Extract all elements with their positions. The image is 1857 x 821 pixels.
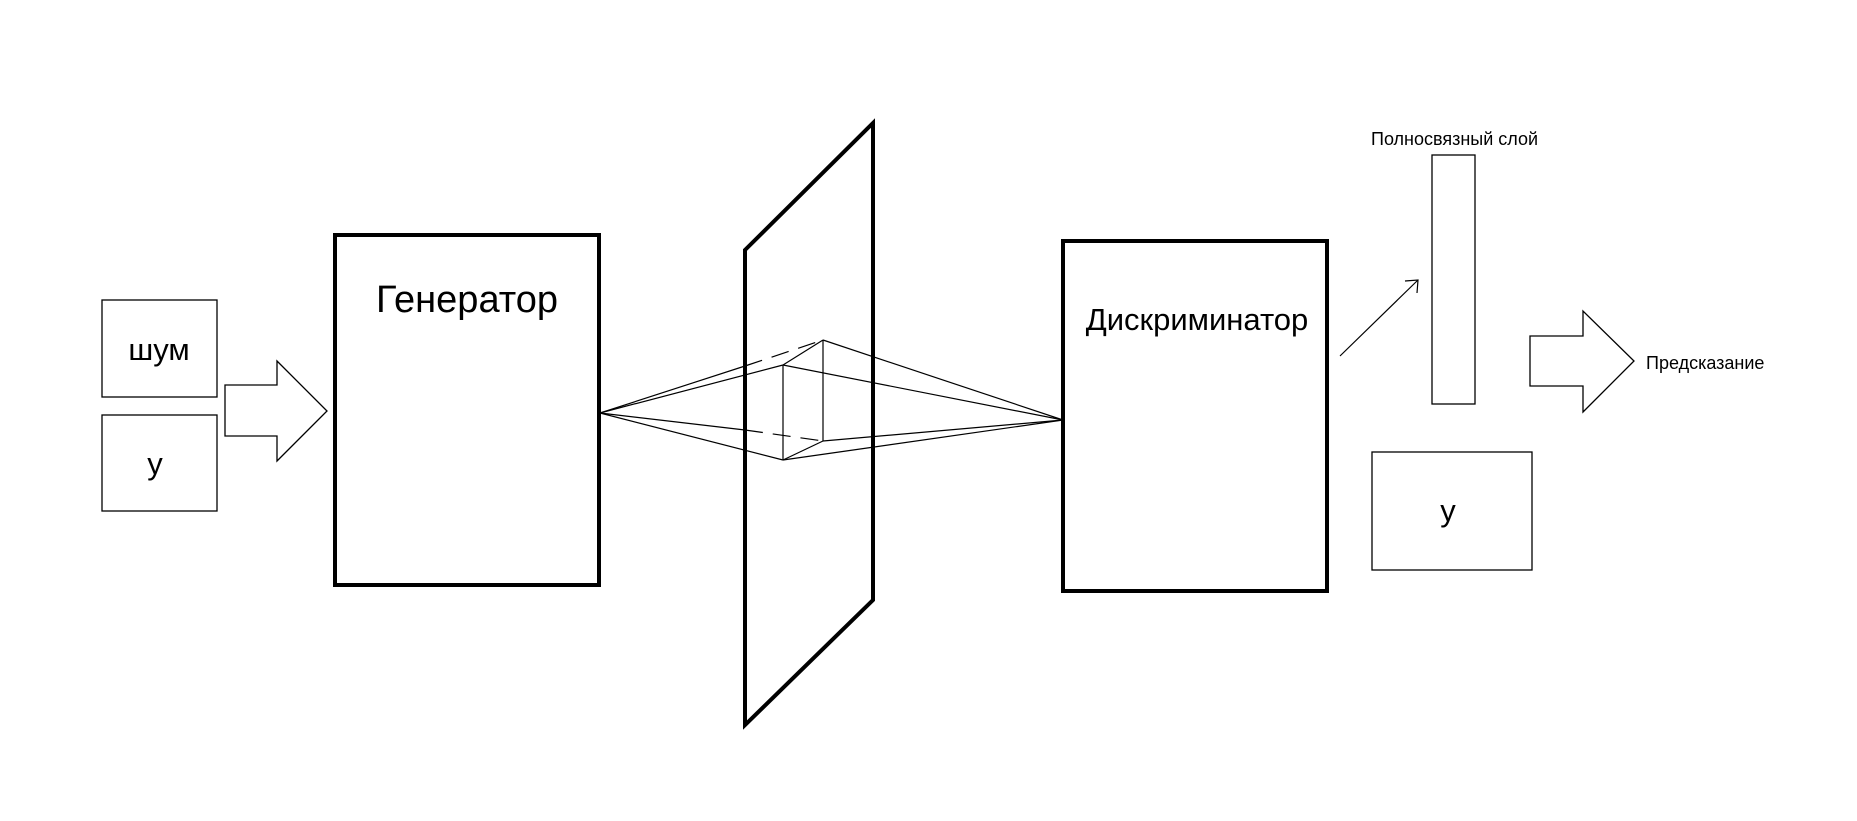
discriminator-box: Дискриминатор [1061,239,1329,593]
prediction-label: Предсказание [1646,353,1764,373]
output-arrow [1529,309,1635,414]
noise-input-box: шум [101,299,218,398]
dense-arrow [1339,279,1419,357]
input-arrow [224,359,328,463]
noise-label: шум [128,332,189,367]
dense-layer: Полносвязный слой [1371,129,1538,405]
dense-layer-label: Полносвязный слой [1371,129,1538,149]
generator-box: Генератор [333,233,601,587]
condition-y-label: y [1440,493,1456,528]
receptive-field-box [782,339,824,461]
discriminator-rays [782,339,1064,461]
condition-y-box: y [1371,451,1533,571]
generator-label: Генератор [376,279,558,321]
y-input-label: y [147,446,163,481]
generated-image-plane [743,118,875,730]
discriminator-label: Дискриминатор [1086,302,1309,337]
projection-rays [599,339,824,461]
y-input-box: y [101,414,218,512]
